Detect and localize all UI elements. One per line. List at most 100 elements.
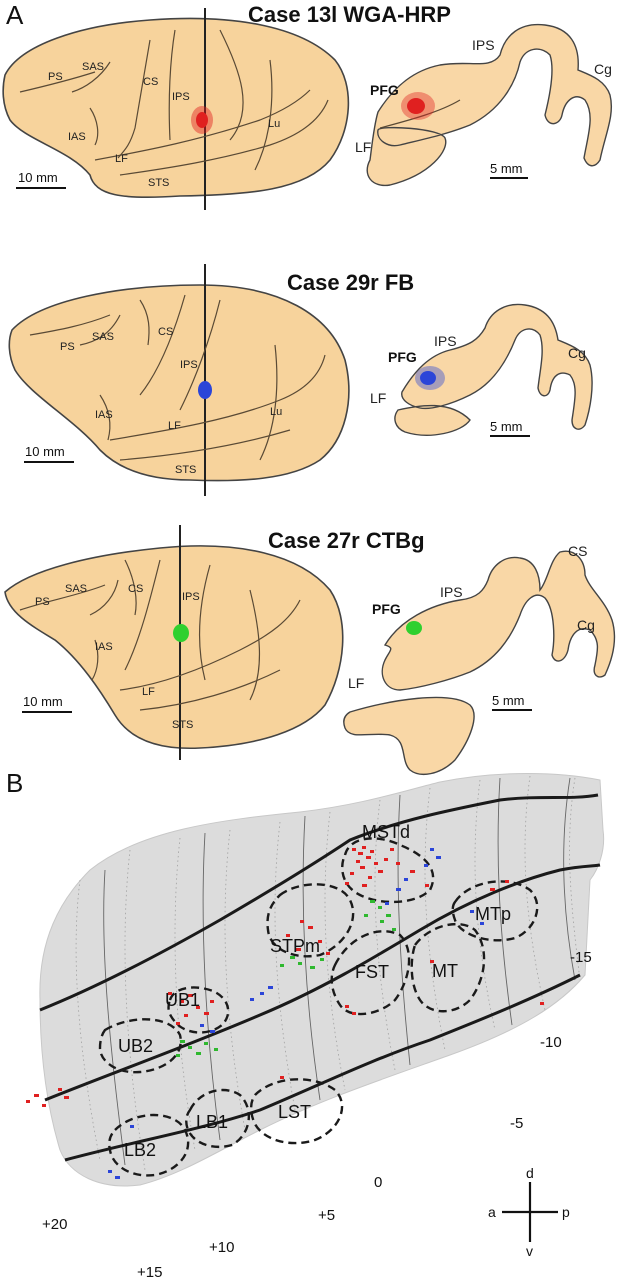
orientation-dorsal-label: d <box>526 1165 534 1181</box>
case-3-label-section-lf: LF <box>348 675 364 691</box>
case-3-label-ips: IPS <box>182 591 200 603</box>
case-3-label-cs: CS <box>128 583 143 595</box>
area-outline-stpm <box>266 883 355 958</box>
case-3-brain-scale-text: 10 mm <box>23 694 63 709</box>
case-3-label-ps: PS <box>35 596 50 608</box>
case-2-section-injection-core <box>420 371 436 385</box>
area-outline-mt <box>410 922 486 1013</box>
panel-a-letter: A <box>6 0 24 30</box>
case-2-label-pfg: PFG <box>388 349 417 365</box>
flatmap-grid <box>103 777 576 1166</box>
area-outline-mstd <box>341 837 435 904</box>
flatmap-area-labels: MSTd MTp STPm UB1 UB2 FST MT LST LB1 LB2 <box>118 822 511 1160</box>
orientation-ventral-label: v <box>526 1243 533 1259</box>
case-1-section-injection-core <box>407 98 425 114</box>
number-label-plus20: +20 <box>42 1216 67 1233</box>
flatmap-contours <box>75 775 581 1171</box>
case-2-label-ias: IAS <box>95 409 113 421</box>
area-label-lb2: LB2 <box>124 1140 156 1160</box>
number-label-minus5: -5 <box>510 1115 523 1132</box>
case-2-label-cg: Cg <box>568 345 586 361</box>
case-2-label-ips: IPS <box>180 359 198 371</box>
case-1-label-cs: CS <box>143 76 158 88</box>
case-1-sulci <box>19 29 329 176</box>
area-outline-ub1 <box>167 986 230 1034</box>
case-3-brain-outline <box>4 545 344 750</box>
area-label-lst: LST <box>278 1102 311 1122</box>
case-3-label-sts: STS <box>172 719 193 731</box>
case-1-label-ias: IAS <box>68 131 86 143</box>
area-outline-mtp <box>451 880 539 942</box>
case-2-label-sts: STS <box>175 464 196 476</box>
case-3-section-injection-core <box>406 621 422 635</box>
case-1-label-cg: Cg <box>594 61 612 77</box>
case-1-label-pfg: PFG <box>370 82 399 98</box>
case-1-injection-core <box>196 112 208 128</box>
case-1-section-scale-text: 5 mm <box>490 161 523 176</box>
case-2-brain-labels: PS SAS CS IPS IAS LF Lu STS <box>60 326 282 476</box>
case-1-label-lu: Lu <box>268 118 280 130</box>
case-3-label-sas: SAS <box>65 583 87 595</box>
case-3-brain-labels: PS SAS CS IPS IAS LF STS <box>35 583 200 731</box>
case-1-label-ips: IPS <box>172 91 190 103</box>
case-2-injection-core <box>198 381 212 399</box>
flatmap-number-labels: -15 -10 -5 0 +5 +10 +15 +20 <box>42 949 592 1280</box>
orientation-posterior-label: p <box>562 1204 570 1220</box>
number-label-plus5: +5 <box>318 1207 335 1224</box>
case-2-label-ps: PS <box>60 341 75 353</box>
case-27r-row: Case 27r CTBg PS SAS CS IPS IAS LF STS 1… <box>4 525 616 776</box>
case-2-section-scale-text: 5 mm <box>490 419 523 434</box>
case-13l-row: Case 13l WGA-HRP PS SAS CS IPS IAS LF Lu… <box>2 2 613 210</box>
case-1-label-section-lf: LF <box>355 139 371 155</box>
case-3-injection-core <box>173 624 189 642</box>
area-outline-ub2 <box>98 1018 182 1074</box>
area-label-mtp: MTp <box>475 904 511 924</box>
number-label-plus15: +15 <box>137 1264 162 1280</box>
case-2-brain-scale-text: 10 mm <box>25 444 65 459</box>
label-dots-blue <box>108 848 484 1179</box>
case-2-brain-outline <box>8 284 350 482</box>
case-3-label-ias: IAS <box>95 641 113 653</box>
area-label-fst: FST <box>355 962 389 982</box>
orientation-anterior-label: a <box>488 1204 496 1220</box>
case-1-label-ps: PS <box>48 71 63 83</box>
area-outline-lb2 <box>108 1113 190 1177</box>
area-outline-lb1 <box>185 1088 250 1149</box>
case-3-label-lf: LF <box>142 686 155 698</box>
number-label-0: 0 <box>374 1174 382 1191</box>
case-1-brain-labels: PS SAS CS IPS IAS LF Lu STS <box>48 61 280 189</box>
case-3-label-cg: Cg <box>577 617 595 633</box>
number-label-minus10: -10 <box>540 1034 562 1051</box>
flatmap-boundaries <box>39 793 601 1162</box>
area-label-mstd: MSTd <box>362 822 410 842</box>
label-dots-green <box>176 900 396 1057</box>
case-1-title: Case 13l WGA-HRP <box>248 2 451 27</box>
case-1-label-sas: SAS <box>82 61 104 73</box>
case-3-section-scale-text: 5 mm <box>492 693 525 708</box>
case-3-label-section-cs: CS <box>568 543 587 559</box>
case-2-section <box>394 303 593 436</box>
case-2-title: Case 29r FB <box>287 270 414 295</box>
case-29r-row: Case 29r FB PS SAS CS IPS IAS LF Lu STS … <box>8 264 593 496</box>
case-2-label-sas: SAS <box>92 331 114 343</box>
area-outline-fst <box>330 930 411 1016</box>
case-2-label-lf: LF <box>168 420 181 432</box>
flatmap-area-outlines <box>98 837 539 1177</box>
area-label-mt: MT <box>432 961 458 981</box>
panel-b-letter: B <box>6 768 23 798</box>
case-1-section <box>366 23 613 187</box>
flatmap: MSTd MTp STPm UB1 UB2 FST MT LST LB1 LB2… <box>26 773 605 1280</box>
case-3-label-pfg: PFG <box>372 601 401 617</box>
orientation-compass: d v a p <box>488 1165 570 1259</box>
label-dots-red <box>26 846 544 1107</box>
case-2-sulci <box>29 294 326 461</box>
case-1-label-lf: LF <box>115 153 128 165</box>
case-2-label-lu: Lu <box>270 406 282 418</box>
case-3-title: Case 27r CTBg <box>268 528 425 553</box>
area-outline-lst <box>249 1078 344 1145</box>
case-1-brain-scale-text: 10 mm <box>18 170 58 185</box>
case-1-label-sts: STS <box>148 177 169 189</box>
case-1-label-section-ips: IPS <box>472 37 495 53</box>
case-3-sulci <box>19 559 301 711</box>
